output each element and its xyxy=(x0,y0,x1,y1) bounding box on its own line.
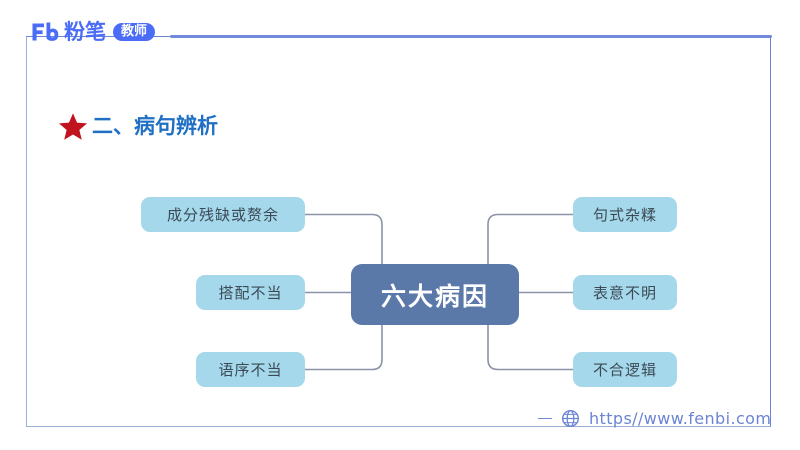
logo-wordmark: 粉笔 xyxy=(64,19,106,44)
connector-right-3 xyxy=(487,294,573,371)
brand-logo: 粉笔 教师 xyxy=(30,17,156,47)
page-title-text: 二、病句辨析 xyxy=(92,114,218,138)
footer-url-block: https//www.fenbi.com xyxy=(538,409,771,428)
mind-map-node-left-2[interactable]: 搭配不当 xyxy=(196,275,305,310)
mind-map-node-left-3[interactable]: 语序不当 xyxy=(196,352,305,387)
connector-left-1 xyxy=(305,213,383,295)
footer-divider xyxy=(538,417,552,420)
mind-map-node-right-1[interactable]: 句式杂糅 xyxy=(573,197,677,232)
connector-left-3 xyxy=(305,294,383,371)
globe-icon xyxy=(561,409,580,428)
connector-right-1 xyxy=(487,213,573,295)
mind-map-node-left-1[interactable]: 成分残缺或赘余 xyxy=(141,197,305,232)
mind-map-center-node[interactable]: 六大病因 xyxy=(351,264,519,325)
header-accent-line xyxy=(170,35,772,38)
mind-map-node-right-3[interactable]: 不合逻辑 xyxy=(573,352,677,387)
mind-map-node-right-2[interactable]: 表意不明 xyxy=(573,275,677,310)
logo-badge: 教师 xyxy=(113,23,156,41)
red-star-icon xyxy=(58,112,88,141)
fb-logo-icon xyxy=(30,21,60,43)
page-title: 二、病句辨析 xyxy=(58,112,218,141)
footer-url-text[interactable]: https//www.fenbi.com xyxy=(589,409,772,428)
